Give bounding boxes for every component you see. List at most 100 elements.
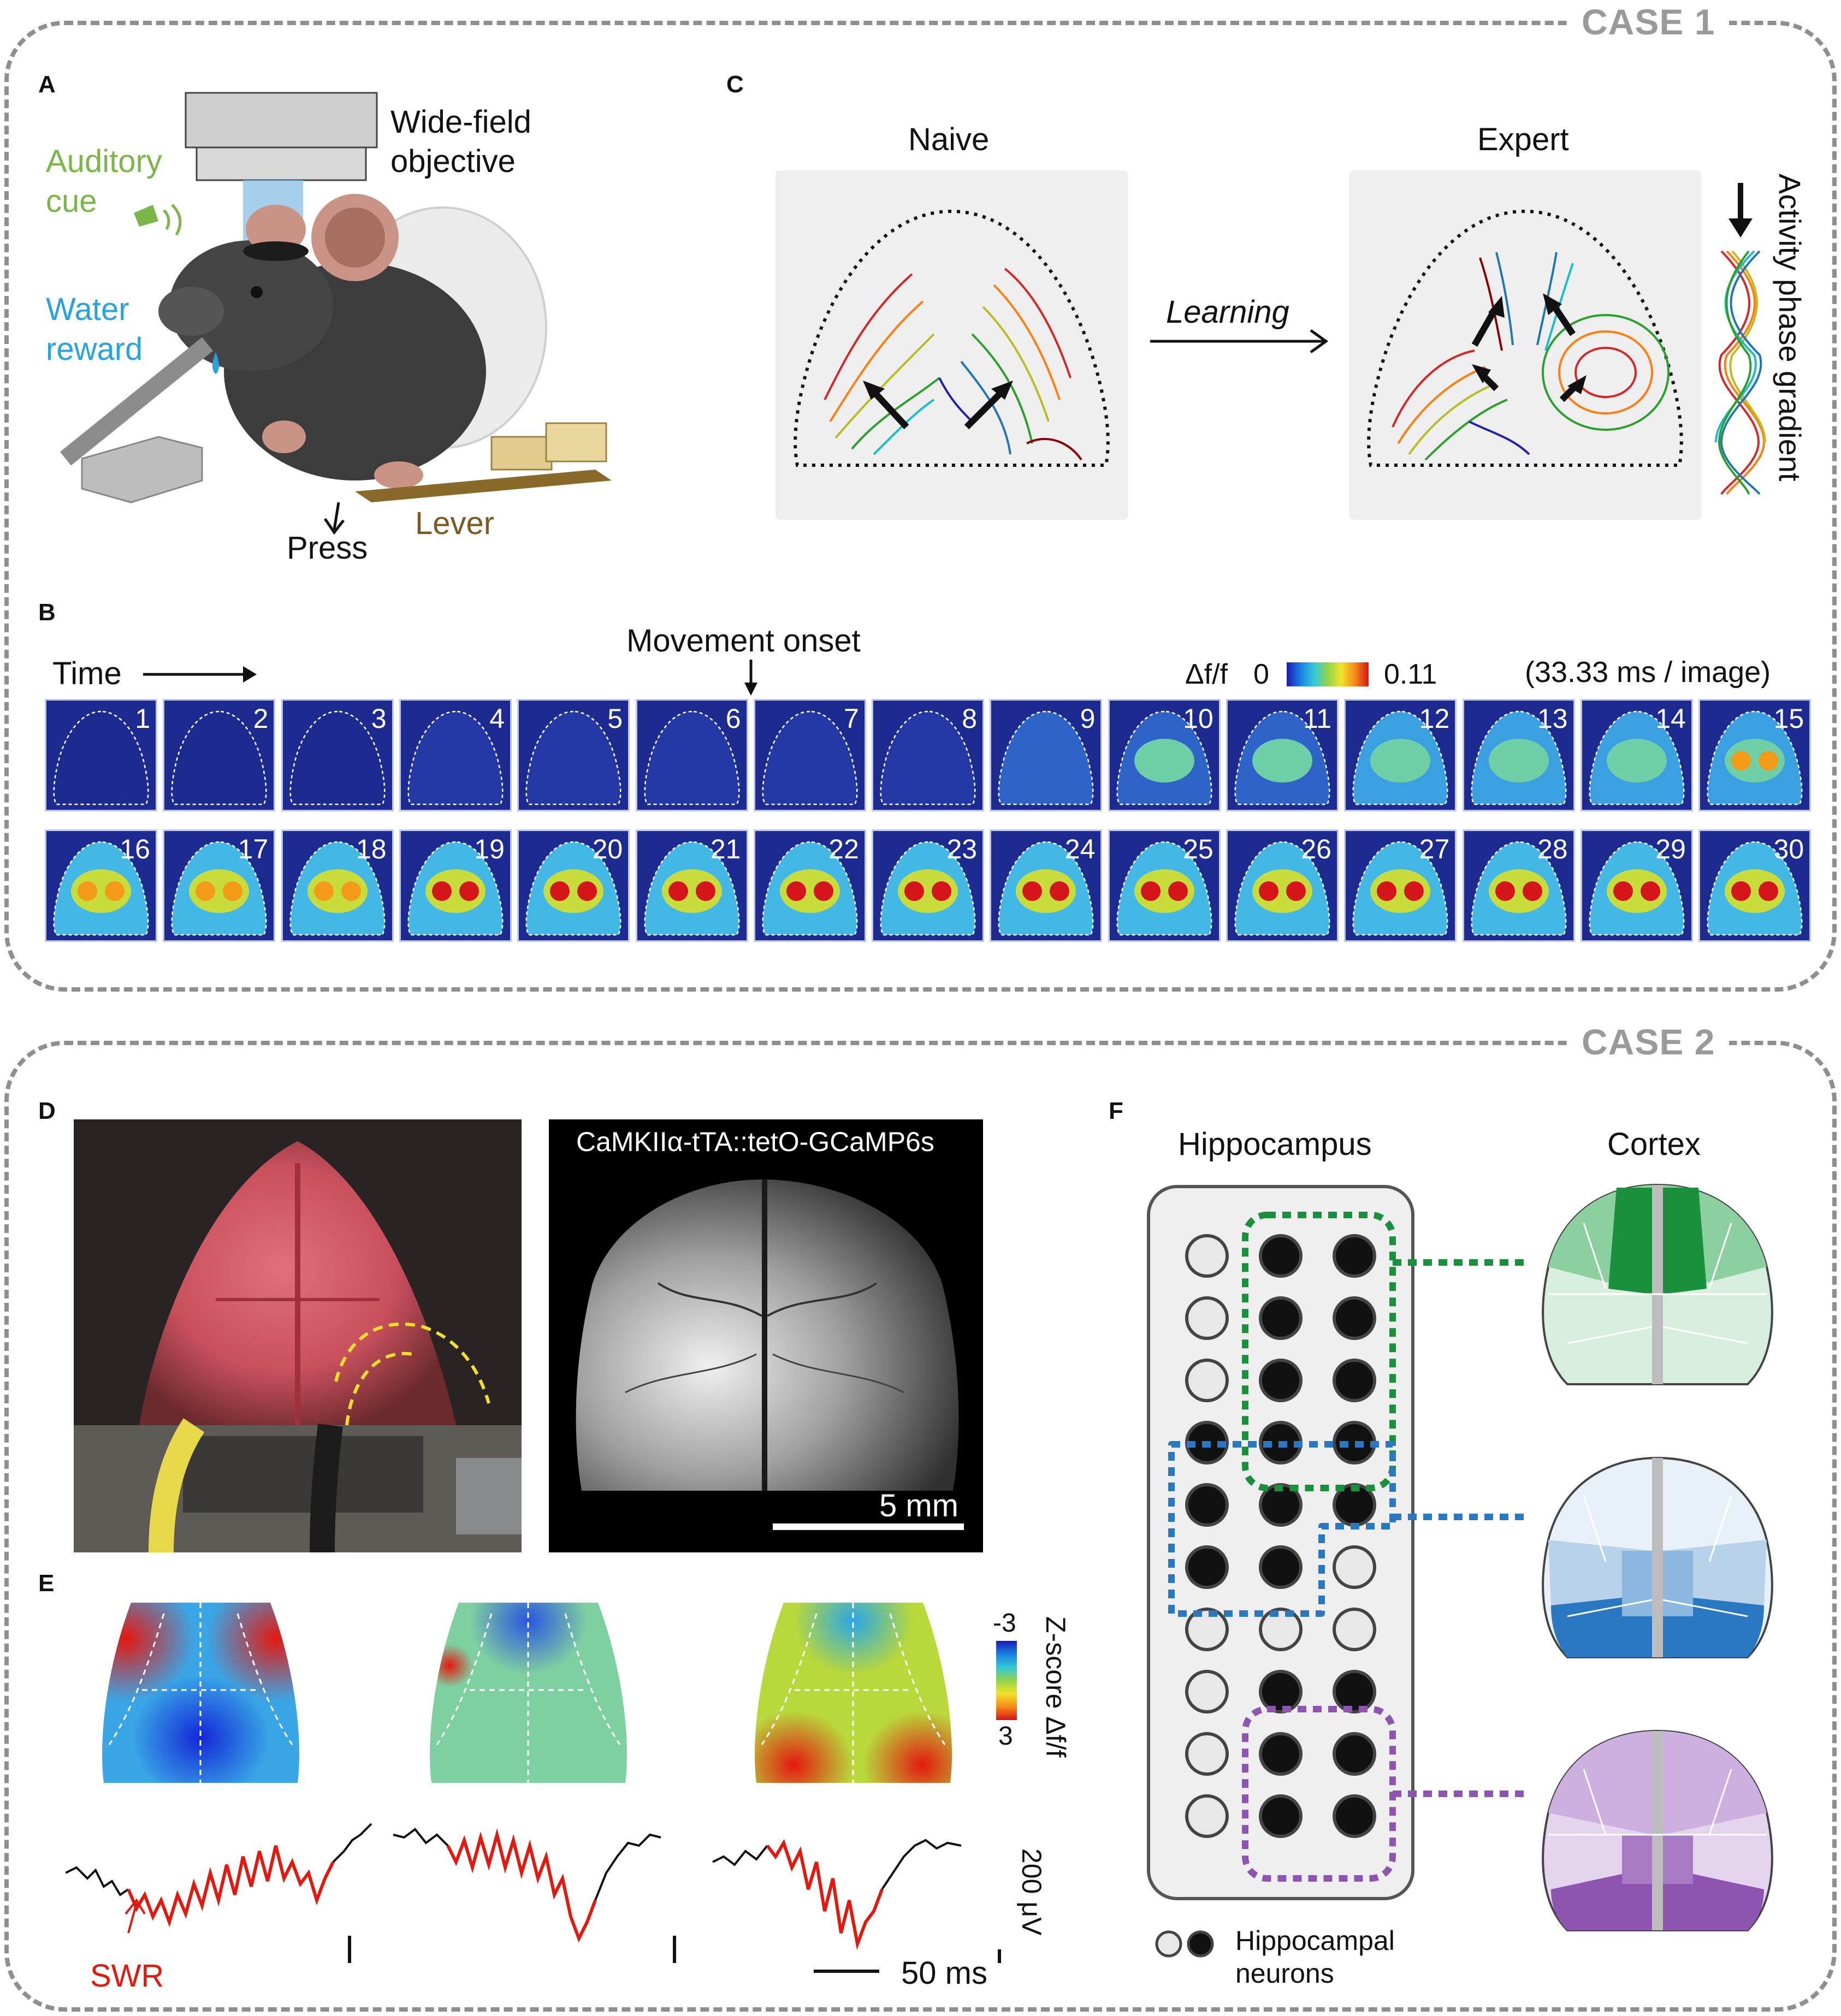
frame-rate-label: (33.33 ms / image) xyxy=(1525,656,1771,689)
frame-activity-map xyxy=(1116,710,1212,805)
frame-activity-map xyxy=(643,841,740,936)
frame-activity-map xyxy=(407,841,504,936)
frame-activity-map xyxy=(1352,710,1448,805)
legend-label-line1: Hippocampal xyxy=(1235,1925,1395,1956)
case-1-frame xyxy=(4,21,1837,992)
movement-onset-label: Movement onset xyxy=(626,623,861,659)
frame-number: 29 xyxy=(1655,834,1686,864)
movement-onset-arrow xyxy=(744,660,757,696)
legend-label-line2: neurons xyxy=(1235,1958,1334,1989)
panel-label-c: C xyxy=(726,71,744,98)
surgery-photo xyxy=(74,1119,522,1552)
frame-number: 6 xyxy=(725,703,741,734)
frame-number: 17 xyxy=(238,834,269,864)
frame-tile: 7 xyxy=(753,699,866,811)
swr-label: SWR xyxy=(90,1958,164,1994)
hippocampal-neuron xyxy=(1259,1794,1303,1838)
frame-number: 3 xyxy=(371,703,387,734)
frame-activity-map xyxy=(407,710,504,805)
hippocampal-neuron xyxy=(1185,1732,1229,1776)
frame-tile: 17 xyxy=(163,829,276,942)
hippocampal-neuron xyxy=(1185,1608,1229,1651)
frame-activity-map xyxy=(762,841,858,936)
activity-phase-gradient-label: Activity phase gradient xyxy=(1773,174,1807,482)
frame-number: 12 xyxy=(1419,703,1450,734)
case-2-frame xyxy=(4,1041,1837,2012)
hippocampal-neuron xyxy=(1185,1359,1229,1402)
frame-tile: 29 xyxy=(1580,829,1693,942)
hippocampal-neuron xyxy=(1333,1608,1376,1651)
expert-phase-map xyxy=(1367,209,1683,467)
hippocampal-neuron xyxy=(1333,1234,1376,1278)
time-label: Time xyxy=(52,656,122,691)
frame-number: 21 xyxy=(710,834,741,864)
objective-label-line2: objective xyxy=(390,144,516,179)
hippocampal-neuron xyxy=(1333,1359,1376,1402)
frame-tile: 1 xyxy=(45,699,157,811)
dff-colorbar-label: Δf/f xyxy=(1185,659,1228,690)
zscore-map-1 xyxy=(102,1603,299,1783)
frame-tile: 8 xyxy=(872,699,985,811)
frame-tile: 4 xyxy=(399,699,512,811)
panel-label-b: B xyxy=(38,599,56,626)
frame-number: 1 xyxy=(135,703,150,734)
frame-activity-map xyxy=(1707,841,1803,936)
zscore-map-2 xyxy=(430,1603,627,1783)
frame-tile: 27 xyxy=(1344,829,1457,942)
amplitude-scale-label: 200 μV xyxy=(1016,1848,1047,1936)
frame-activity-map xyxy=(289,710,386,805)
cortex-map-green xyxy=(1542,1183,1773,1385)
frame-tile: 12 xyxy=(1344,699,1457,811)
dff-colorbar xyxy=(1287,662,1369,686)
frame-tile: 30 xyxy=(1698,829,1812,942)
frame-activity-map xyxy=(1352,841,1448,936)
dff-colorbar-min: 0 xyxy=(1253,659,1269,690)
frame-activity-map xyxy=(525,710,621,805)
time-scale-label: 50 ms xyxy=(901,1955,987,1991)
frame-number: 23 xyxy=(946,834,978,864)
panel-label-e: E xyxy=(38,1570,55,1597)
frame-number: 24 xyxy=(1064,834,1096,864)
frame-number: 4 xyxy=(489,703,505,734)
frame-number: 9 xyxy=(1080,703,1096,734)
naive-phase-map xyxy=(794,209,1110,467)
frame-activity-map xyxy=(1471,710,1567,805)
frame-activity-map xyxy=(525,841,621,936)
naive-map-background xyxy=(776,170,1128,520)
frame-tile: 6 xyxy=(635,699,748,811)
expert-title: Expert xyxy=(1477,122,1569,157)
frame-number: 26 xyxy=(1301,834,1331,864)
frame-tile: 25 xyxy=(1108,829,1221,942)
frame-activity-map xyxy=(998,841,1094,936)
lever-label: Lever xyxy=(415,506,495,541)
frame-activity-map xyxy=(762,710,858,805)
frame-tile: 9 xyxy=(990,699,1103,811)
hippocampal-neuron xyxy=(1333,1296,1376,1340)
water-reward-label-line1: Water xyxy=(46,292,129,327)
neuron-grid xyxy=(1168,1212,1396,1882)
hippocampus-cortex-links xyxy=(1393,1259,1526,1797)
hippocampus-title: Hippocampus xyxy=(1178,1126,1372,1162)
frame-number: 7 xyxy=(843,703,859,734)
hippocampal-neuron xyxy=(1185,1794,1229,1838)
learning-label: Learning xyxy=(1166,294,1289,330)
panel-label-d: D xyxy=(38,1098,56,1124)
frame-activity-map xyxy=(1589,710,1685,805)
auditory-cue-label-line1: Auditory xyxy=(46,144,162,179)
frame-number: 8 xyxy=(962,703,978,734)
frame-number: 18 xyxy=(356,834,387,864)
hippocampal-neuron xyxy=(1259,1670,1303,1713)
frame-tile: 26 xyxy=(1226,829,1339,942)
frame-tile: 23 xyxy=(872,829,985,942)
naive-title: Naive xyxy=(908,122,990,157)
frame-activity-map xyxy=(643,710,740,805)
dff-colorbar-max: 0.11 xyxy=(1384,659,1437,690)
cortex-map-purple xyxy=(1542,1729,1773,1931)
frame-tile: 13 xyxy=(1462,699,1575,811)
frame-activity-map xyxy=(53,710,149,805)
hippocampal-neuron xyxy=(1333,1732,1376,1776)
objective-label-line1: Wide-field xyxy=(390,104,531,140)
frame-activity-map xyxy=(1471,841,1567,936)
frame-number: 13 xyxy=(1537,703,1568,734)
hippocampal-neuron xyxy=(1259,1608,1303,1651)
